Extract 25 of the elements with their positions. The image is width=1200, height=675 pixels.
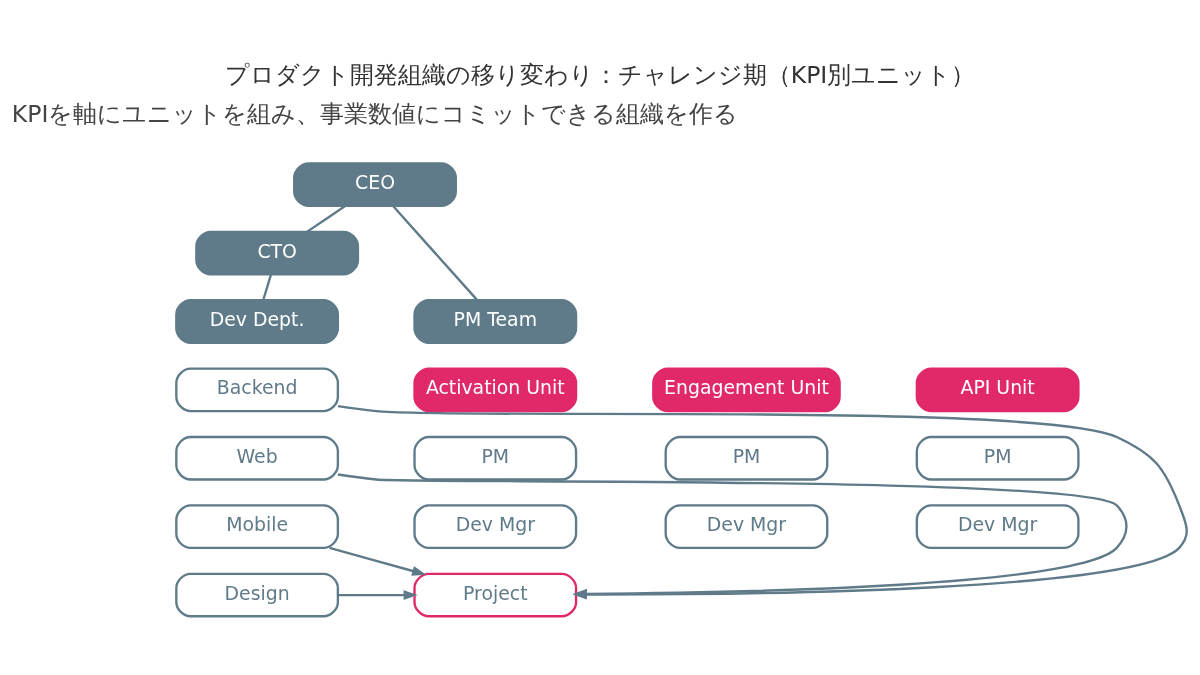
node-box: Backend [175,367,340,412]
connector [262,273,273,301]
connector [306,204,346,233]
label: KPIを軸にユニットを組み、事業数値にコミットできる組織を作る [11,99,739,128]
node-box: PM [915,435,1080,481]
node-box: Project [413,572,578,617]
node-box: Engagement Unit [652,367,841,412]
node-box: PM Team [413,298,578,344]
node-box: Dev Mgr [915,503,1080,549]
node-box: Mobile [175,503,340,549]
node-box: Activation Unit [413,367,578,412]
node-box: CEO [293,161,457,207]
node-box: API Unit [915,367,1080,412]
node-box: Dev Mgr [664,503,829,549]
node-box: CTO [195,230,360,275]
diagram-title: プロダクト開発組織の移り変わり：チャレンジ期（KPI別ユニット） [224,60,976,89]
arrow [338,589,418,600]
node-box: PM [664,435,829,481]
node-box: Design [175,572,340,617]
node-box: PM [413,435,578,481]
node-box: Web [175,435,340,481]
node-box: Dev Mgr [413,503,578,549]
arrow [329,546,427,576]
connector [392,205,479,301]
node-box: Dev Dept. [175,298,340,344]
